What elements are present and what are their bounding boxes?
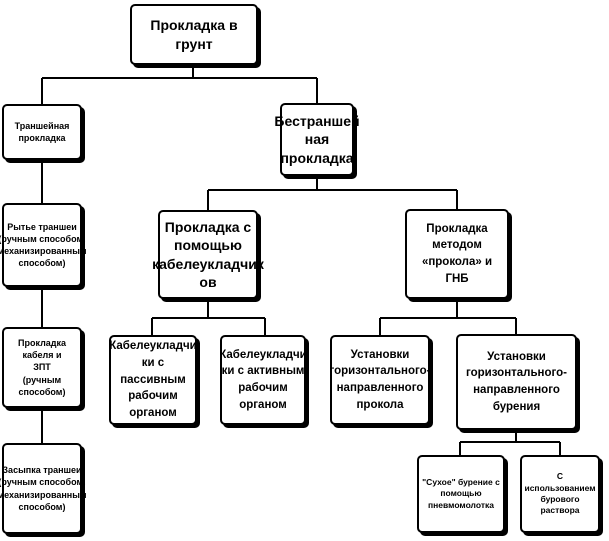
node-cable-layer-laying: Прокладка с помощью кабелеукладчик ов	[152, 210, 264, 299]
node-passive-cable-layer: Кабелеукладчи ки с пассивным рабочим орг…	[109, 335, 197, 425]
node-label: Рытье траншеи (ручным способом, механизи…	[0, 221, 87, 269]
node-label: Установки горизонтального- направленного…	[465, 350, 568, 413]
node-trenchless-laying: Бестраншей ная прокладка	[274, 103, 360, 176]
node-label: Кабелеукладчи ки с пассивным рабочим орг…	[109, 340, 197, 419]
node-cable-laying: Прокладка кабеля и ЗПТ (ручным способом)	[2, 327, 82, 408]
node-dry-drilling: "Сухое" бурение с помощью пневмомолотка	[417, 455, 505, 533]
node-hd-drilling-units: Установки горизонтального- направленного…	[456, 334, 577, 430]
node-hd-puncture-units: Установки горизонтального- направленного…	[329, 335, 431, 425]
node-label: Кабелеукладчи ки с активным рабочим орга…	[219, 348, 307, 411]
node-trench-laying: Траншейная прокладка	[2, 104, 82, 160]
node-trench-backfill: Засыпка траншеи (ручным способом, механи…	[0, 443, 87, 534]
node-root: Прокладка в грунт	[130, 4, 258, 65]
node-label: Прокладка кабеля и ЗПТ (ручным способом)	[17, 338, 67, 397]
node-label: Засыпка траншеи (ручным способом, механи…	[0, 465, 87, 512]
node-active-cable-layer: Кабелеукладчи ки с активным рабочим орга…	[219, 335, 307, 425]
node-label: Прокладка с помощью кабелеукладчик ов	[152, 219, 264, 290]
node-label: Прокладка методом «прокола» и ГНБ	[421, 222, 493, 285]
node-label: С использованием бурового раствора	[524, 471, 596, 516]
node-label: Установки горизонтального- направленного…	[329, 348, 431, 411]
node-label: Траншейная прокладка	[14, 120, 70, 143]
node-label: "Сухое" бурение с помощью пневмомолотка	[422, 476, 500, 510]
node-trench-digging: Рытье траншеи (ручным способом, механизи…	[0, 203, 87, 287]
node-drilling-mud: С использованием бурового раствора	[520, 455, 600, 533]
node-label: Бестраншей ная прокладка	[274, 113, 360, 166]
node-label: Прокладка в грунт	[150, 17, 238, 52]
node-puncture-hdd: Прокладка методом «прокола» и ГНБ	[405, 209, 509, 299]
